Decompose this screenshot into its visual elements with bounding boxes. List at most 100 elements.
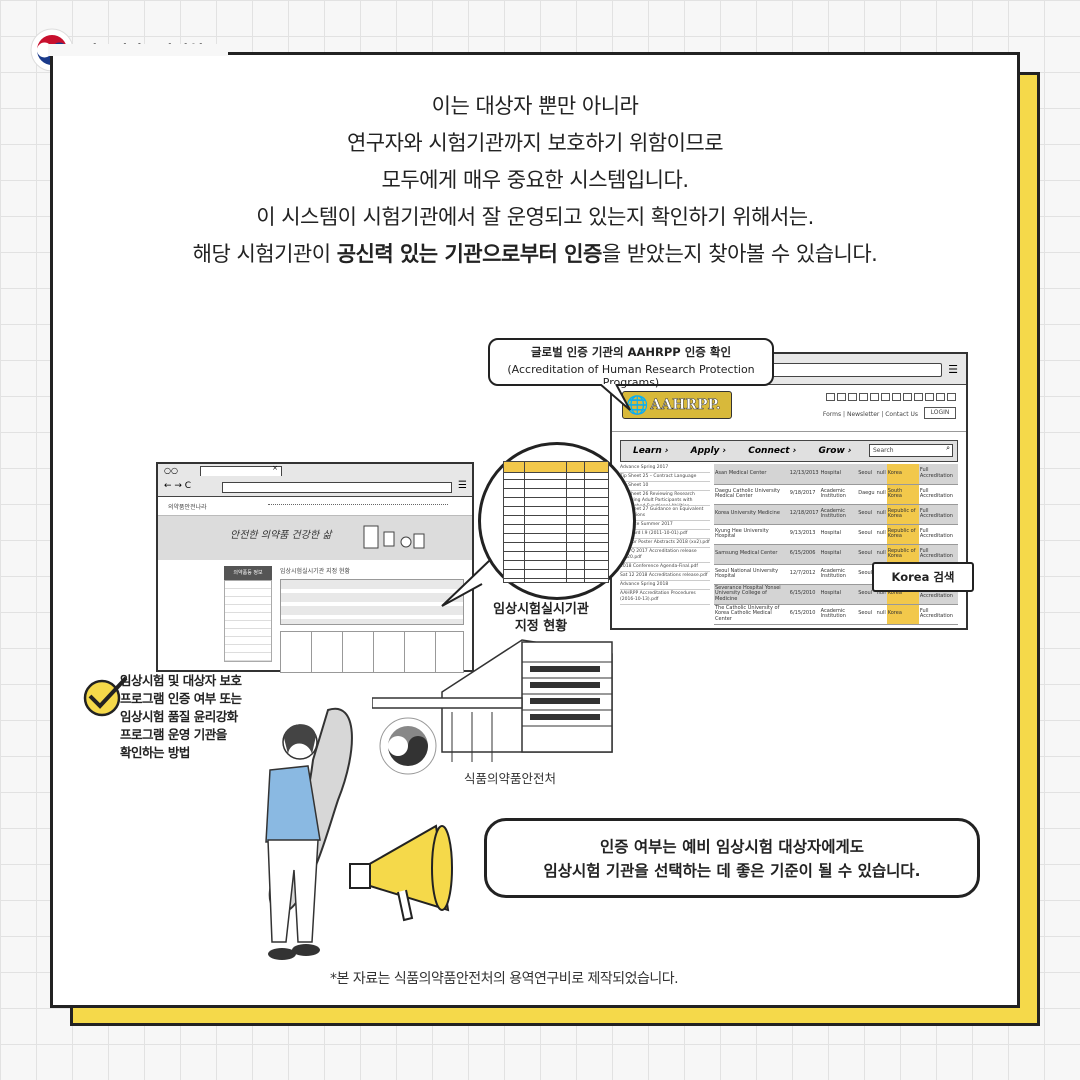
aahrpp-nav: Learn › Apply › Connect › Grow › Search … xyxy=(620,440,958,462)
aahrpp-callout-title: 글로벌 인증 기관의 AAHRPP 인증 확인 xyxy=(530,345,732,359)
table-cell-status: Full Accreditation xyxy=(918,464,958,485)
globe-icon: 🌐 xyxy=(626,394,649,416)
mfds-browser-window: ○○ × ← → C ☰ 의약품안전나라 안전한 의약품 건강한 삶 의약품등 … xyxy=(156,462,474,673)
intro-line: 해당 시험기관이 공신력 있는 기관으로부터 인증을 받았는지 찾아볼 수 있습… xyxy=(60,236,1010,273)
sidebar-file-item[interactable]: Tip Sheet 26 Reviewing Research Involvin… xyxy=(620,491,710,506)
building-logo-icon xyxy=(379,717,437,775)
table-cell-state: null xyxy=(875,524,887,545)
table-cell-name: Daegu Catholic University Medical Center xyxy=(714,484,789,505)
method-line: 프로그램 운영 기관을 xyxy=(120,727,227,742)
sidebar-file-item[interactable]: Tip Sheet 10 xyxy=(620,482,710,491)
sidebar-file-item[interactable]: Sat 12 2018 Accreditations release.pdf xyxy=(620,572,710,581)
table-cell-city: Seoul xyxy=(857,584,876,605)
sidebar-file-item[interactable]: Standard I.9 (2011-10-01).pdf xyxy=(620,530,710,539)
results-grid xyxy=(280,631,464,673)
search-placeholder: Search xyxy=(873,447,894,454)
sidebar-file-item[interactable]: AAHRPP Accreditation Procedures (2016-10… xyxy=(620,590,710,605)
nav-connect[interactable]: Connect › xyxy=(748,446,797,456)
sidebar-file-item[interactable]: Web Q 2017 Accreditation release 12.20.p… xyxy=(620,548,710,563)
method-text: 임상시험 및 대상자 보호 프로그램 인증 여부 또는 임상시험 품질 윤리강화… xyxy=(120,672,290,762)
table-cell-state: null xyxy=(875,584,887,605)
method-line: 프로그램 인증 여부 또는 xyxy=(120,691,242,706)
nav-arrows-icon[interactable]: ← → C xyxy=(164,481,192,491)
sidebar-file-item[interactable]: Advance Spring 2018 xyxy=(620,581,710,590)
menu-icon[interactable]: ☰ xyxy=(948,363,958,376)
table-cell-date: 9/18/2017 xyxy=(788,484,820,505)
intro-emphasis: 공신력 있는 기관으로부터 인증 xyxy=(336,242,603,266)
nav-apply[interactable]: Apply › xyxy=(690,446,727,456)
login-button[interactable]: LOGIN xyxy=(924,407,956,419)
table-row[interactable]: The Catholic University of Korea Catholi… xyxy=(714,604,958,625)
table-cell-name: Asan Medical Center xyxy=(714,464,789,485)
nav-grow[interactable]: Grow › xyxy=(818,446,852,456)
zoom-label: 임상시험실시기관 지정 현황 xyxy=(488,601,594,635)
table-cell-state: null xyxy=(875,544,887,565)
table-cell-city: Seoul xyxy=(857,464,876,485)
table-cell-city: Seoul xyxy=(857,524,876,545)
banner-text: 안전한 의약품 건강한 삶 xyxy=(230,530,332,541)
side-menu-title: 의약품등 정보 xyxy=(224,566,272,580)
table-cell-name: Korea University Medicine xyxy=(714,504,789,525)
table-cell-state: null xyxy=(875,464,887,485)
table-cell-type: Hospital xyxy=(819,524,858,545)
mfds-side-menu: 의약품등 정보 xyxy=(224,566,272,673)
table-cell-status: Full Accreditation xyxy=(918,604,958,625)
woman-with-phone-illustration xyxy=(265,707,353,960)
mfds-site-logo[interactable]: 의약품안전나라 xyxy=(168,504,207,511)
close-icon[interactable]: × xyxy=(272,464,278,472)
method-line: 임상시험 및 대상자 보호 xyxy=(120,673,242,688)
table-cell-city: Seoul xyxy=(857,564,876,585)
table-cell-city: Seoul xyxy=(857,504,876,525)
panel-notch xyxy=(48,44,228,56)
intro-text-part: 을 받았는지 찾아볼 수 있습니다. xyxy=(601,242,878,266)
sidebar-file-item[interactable]: Advance Summer 2017 xyxy=(620,521,710,530)
search-form[interactable] xyxy=(280,579,464,625)
table-cell-type: Hospital xyxy=(819,544,858,565)
table-cell-type: Hospital xyxy=(819,584,858,605)
banner-illustration-icon xyxy=(363,525,425,549)
top-links[interactable]: Forms | Newsletter | Contact Us xyxy=(822,411,918,418)
building-label: 식품의약품안전처 xyxy=(464,771,557,786)
address-bar[interactable] xyxy=(222,482,452,493)
sidebar-file-item[interactable]: Advance Spring 2017 xyxy=(620,464,710,473)
zoom-label-line: 임상시험실시기관 xyxy=(493,602,589,617)
nav-learn[interactable]: Learn › xyxy=(633,446,669,456)
table-cell-date: 9/13/2013 xyxy=(788,524,820,545)
address-bar[interactable] xyxy=(762,363,942,377)
aahrpp-logo[interactable]: 🌐 AAHRPP. xyxy=(622,391,732,419)
method-line: 확인하는 방법 xyxy=(120,745,190,760)
table-cell-country: Republic of Korea xyxy=(886,544,919,565)
mfds-top-menu[interactable] xyxy=(268,504,448,507)
table-cell-date: 12/7/2012 xyxy=(788,564,820,585)
table-cell-date: 12/13/2013 xyxy=(788,464,820,485)
browser-tab[interactable]: × xyxy=(200,464,282,476)
aahrpp-callout: 글로벌 인증 기관의 AAHRPP 인증 확인 (Accreditation o… xyxy=(488,338,774,389)
mfds-building-illustration xyxy=(372,639,613,762)
side-menu-list[interactable] xyxy=(224,580,272,662)
table-cell-name: Severance Hospital Yonsei University Col… xyxy=(714,584,789,605)
mfds-body: 의약품등 정보 임상시험실시기관 지정 현황 xyxy=(158,560,472,673)
sidebar-file-item[interactable]: Tip Sheet 25 – Contract Language xyxy=(620,473,710,482)
aahrpp-search[interactable]: Search ⌕ xyxy=(869,444,953,457)
sidebar-file-item[interactable]: Call For Poster Abstracts 2018 (xx2).pdf xyxy=(620,539,710,548)
zoomed-table xyxy=(503,461,609,583)
zoom-label-line: 지정 현황 xyxy=(514,619,568,634)
table-cell-status: Full Accreditation xyxy=(918,484,958,505)
callout-pointer xyxy=(599,384,631,411)
aahrpp-header: 🌐 AAHRPP. Forms | Newsletter | Contact U… xyxy=(612,385,966,432)
sidebar-file-item[interactable]: 2018 Conference Agenda-Final.pdf xyxy=(620,563,710,572)
search-title: 임상시험실시기관 지정 현황 xyxy=(280,568,351,575)
table-cell-state: null xyxy=(875,504,887,525)
table-cell-type: Academic Institution xyxy=(819,504,858,525)
menu-icon[interactable]: ☰ xyxy=(458,480,467,491)
intro-line: 모두에게 매우 중요한 시스템입니다. xyxy=(381,168,690,192)
social-icons xyxy=(826,393,956,401)
table-row[interactable]: Daegu Catholic University Medical Center… xyxy=(714,484,958,505)
table-cell-type: Hospital xyxy=(819,464,858,485)
table-cell-city: Seoul xyxy=(857,544,876,565)
